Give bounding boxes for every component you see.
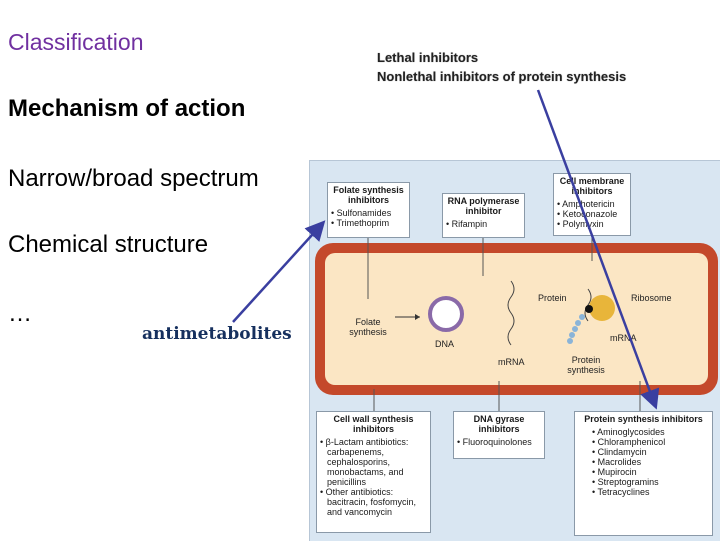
arrow-nonlethal — [536, 89, 660, 410]
box-title: Cell membrane inhibitors — [559, 176, 625, 196]
mrna-strand — [507, 280, 515, 346]
list-item: Sulfonamides — [337, 208, 406, 218]
list-item: Streptogramins — [598, 477, 709, 487]
dna-label: DNA — [435, 339, 455, 349]
box-title: Cell wall synthesis inhibitors — [333, 414, 414, 434]
list-item: Rifampin — [452, 219, 521, 229]
folate-inhibitors-box: Folate synthesis inhibitors Sulfonamides… — [327, 182, 410, 238]
list-item: Trimethoprim — [337, 218, 406, 228]
chemical-structure-text: Chemical structure — [8, 231, 209, 258]
ribosome-label: Ribosome — [631, 293, 672, 303]
protein-synthesis-box: Protein synthesis inhibitors Aminoglycos… — [574, 411, 713, 536]
ellipsis-text: … — [8, 300, 32, 327]
list-item: Aminoglycosides — [597, 427, 709, 437]
list-item: Ketoconazole — [563, 209, 627, 219]
mechanism-of-action-text: Mechanism of action — [8, 95, 246, 122]
box-title: Folate synthesis inhibitors — [333, 185, 404, 205]
mrna-label-2: mRNA — [610, 333, 637, 343]
bacterial-cell: Folate synthesis DNA mRNA Protein Riboso… — [315, 243, 718, 395]
antibiotic-targets-figure: Folate synthesis inhibitors Sulfonamides… — [309, 160, 720, 541]
figure-drawing — [367, 236, 641, 411]
antimetabolites-label: antimetabolites — [142, 324, 292, 344]
list-item: Amphotericin — [562, 199, 627, 209]
nonlethal-inhibitors-text: Nonlethal inhibitors of protein synthesi… — [377, 69, 627, 84]
mrna-strand-2 — [584, 288, 592, 322]
narrow-broad-spectrum-text: Narrow/broad spectrum — [8, 165, 259, 192]
dna-circle — [428, 296, 464, 332]
list-item: Tetracyclines — [598, 487, 709, 497]
cell-wall-inhibitors-box: Cell wall synthesis inhibitors β-Lactam … — [316, 411, 431, 533]
list-item: Clindamycin — [598, 447, 709, 457]
classification-heading: Classification — [8, 29, 144, 55]
list-item: Chloramphenicol — [598, 437, 709, 447]
cell-membrane-box: Cell membrane inhibitors Amphotericin Ke… — [553, 173, 631, 236]
protein-chain — [567, 314, 585, 344]
list-item: β-Lactam antibiotics: carbapenems, cepha… — [326, 437, 427, 487]
box-title: DNA gyrase inhibitors — [473, 414, 525, 434]
list-item: Macrolides — [598, 457, 709, 467]
arrow-head — [415, 314, 420, 320]
mrna-label: mRNA — [498, 357, 525, 367]
protein-label: Protein — [538, 293, 567, 303]
folate-synthesis-label: Folate synthesis — [349, 317, 387, 337]
list-item: Fluoroquinolones — [463, 437, 541, 447]
rna-polymerase-box: RNA polymerase inhibitor Rifampin — [442, 193, 525, 238]
ribosome-shape — [589, 295, 615, 321]
inhibitor-types-label: Lethal inhibitors Nonlethal inhibitors o… — [377, 48, 626, 86]
list-item: Polymyxin — [563, 219, 627, 229]
ribosome-dot — [585, 305, 593, 313]
list-item: Mupirocin — [598, 467, 709, 477]
lethal-inhibitors-text: Lethal inhibitors — [377, 50, 479, 65]
cytoplasm: Folate synthesis DNA mRNA Protein Riboso… — [325, 253, 708, 385]
dna-gyrase-box: DNA gyrase inhibitors Fluoroquinolones — [453, 411, 545, 459]
list-item: Other antibiotics: bacitracin, fosfomyci… — [326, 487, 427, 517]
arrow-antimetabolites — [232, 220, 326, 323]
box-title: Protein synthesis inhibitors — [584, 414, 703, 424]
protein-synthesis-label: Protein synthesis — [567, 355, 605, 375]
box-title: RNA polymerase inhibitor — [447, 196, 520, 216]
